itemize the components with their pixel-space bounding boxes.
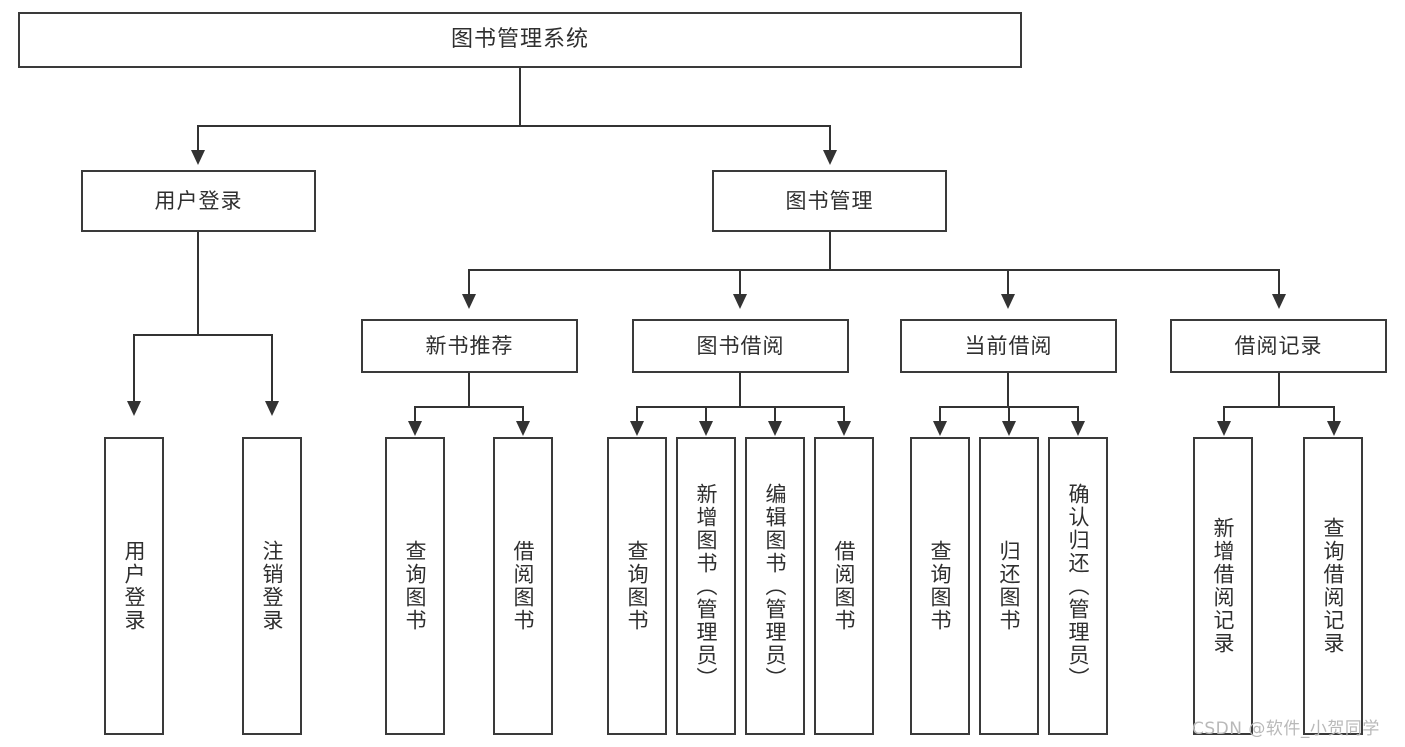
arrow-new-book-leaf-1 xyxy=(408,421,422,436)
connector-level3-bus xyxy=(469,269,1280,271)
connector-book-mgmt-stem xyxy=(829,232,831,270)
connector-current-borrow-stem xyxy=(1007,373,1009,407)
node-book-borrow[interactable]: 图书借阅 xyxy=(632,319,849,373)
connector-borrow-record-bus xyxy=(1224,406,1334,408)
arrow-current-borrow-leaf-1 xyxy=(933,421,947,436)
leaf-book-borrow-edit[interactable]: 编辑图书（管理员） xyxy=(745,437,805,735)
node-label: 借阅图书 xyxy=(511,540,536,632)
leaf-new-book-borrow[interactable]: 借阅图书 xyxy=(493,437,553,735)
leaf-current-borrow-return[interactable]: 归还图书 xyxy=(979,437,1039,735)
node-label: 归还图书 xyxy=(997,540,1022,632)
arrow-root-to-user-login xyxy=(191,150,205,165)
csdn-watermark: CSDN @软件_小贺同学 xyxy=(1192,719,1380,739)
connector-root-to-user-login xyxy=(197,125,199,151)
connector-current-borrow-drop-1 xyxy=(939,406,941,422)
node-label: 查询图书 xyxy=(403,540,428,632)
node-label: 查询图书 xyxy=(625,540,650,632)
node-label: 查询借阅记录 xyxy=(1321,517,1346,655)
connector-level3-drop-1 xyxy=(468,269,470,295)
connector-book-borrow-drop-4 xyxy=(843,406,845,422)
node-label: 确认归还（管理员） xyxy=(1066,482,1091,690)
node-label: 新增图书（管理员） xyxy=(694,482,719,690)
node-label: 用户登录 xyxy=(154,188,243,213)
node-root-system[interactable]: 图书管理系统 xyxy=(18,12,1022,68)
arrow-level3-new-book xyxy=(462,294,476,309)
connector-book-borrow-drop-1 xyxy=(636,406,638,422)
connector-borrow-record-drop-1 xyxy=(1223,406,1225,422)
leaf-current-borrow-query[interactable]: 查询图书 xyxy=(910,437,970,735)
arrow-new-book-leaf-2 xyxy=(516,421,530,436)
connector-book-borrow-stem xyxy=(739,373,741,407)
node-borrow-record[interactable]: 借阅记录 xyxy=(1170,319,1387,373)
connector-book-borrow-drop-2 xyxy=(705,406,707,422)
arrow-root-to-book-mgmt xyxy=(823,150,837,165)
arrow-book-borrow-leaf-4 xyxy=(837,421,851,436)
node-label: 借阅图书 xyxy=(832,540,857,632)
leaf-current-borrow-confirm-return[interactable]: 确认归还（管理员） xyxy=(1048,437,1108,735)
node-label: 注销登录 xyxy=(260,540,285,632)
connector-root-bus xyxy=(198,125,831,127)
arrow-user-login-leaf-2 xyxy=(265,401,279,416)
arrow-user-login-leaf-1 xyxy=(127,401,141,416)
leaf-user-login-login[interactable]: 用户登录 xyxy=(104,437,164,735)
leaf-book-borrow-query[interactable]: 查询图书 xyxy=(607,437,667,735)
connector-book-borrow-drop-3 xyxy=(774,406,776,422)
connector-current-borrow-drop-3 xyxy=(1077,406,1079,422)
connector-current-borrow-drop-2 xyxy=(1008,406,1010,422)
connector-user-login-drop-2 xyxy=(271,334,273,402)
node-label: 新书推荐 xyxy=(425,333,514,358)
node-label: 图书管理系统 xyxy=(450,27,589,53)
leaf-borrow-record-query[interactable]: 查询借阅记录 xyxy=(1303,437,1363,735)
connector-level3-drop-2 xyxy=(739,269,741,295)
arrow-book-borrow-leaf-1 xyxy=(630,421,644,436)
connector-user-login-stem xyxy=(197,232,199,335)
arrow-current-borrow-leaf-2 xyxy=(1002,421,1016,436)
connector-book-borrow-bus xyxy=(637,406,845,408)
connector-user-login-bus xyxy=(134,334,273,336)
arrow-level3-current-borrow xyxy=(1001,294,1015,309)
node-new-book-recommend[interactable]: 新书推荐 xyxy=(361,319,578,373)
node-label: 借阅记录 xyxy=(1234,333,1323,358)
arrow-book-borrow-leaf-3 xyxy=(768,421,782,436)
arrow-level3-book-borrow xyxy=(733,294,747,309)
connector-borrow-record-stem xyxy=(1278,373,1280,407)
leaf-user-login-logout[interactable]: 注销登录 xyxy=(242,437,302,735)
connector-level3-drop-3 xyxy=(1007,269,1009,295)
arrow-level3-borrow-record xyxy=(1272,294,1286,309)
connector-borrow-record-drop-2 xyxy=(1333,406,1335,422)
connector-root-stem xyxy=(519,68,521,126)
leaf-book-borrow-add[interactable]: 新增图书（管理员） xyxy=(676,437,736,735)
connector-level3-drop-4 xyxy=(1278,269,1280,295)
node-current-borrow[interactable]: 当前借阅 xyxy=(900,319,1117,373)
arrow-book-borrow-leaf-2 xyxy=(699,421,713,436)
leaf-book-borrow-borrow[interactable]: 借阅图书 xyxy=(814,437,874,735)
connector-user-login-drop-1 xyxy=(133,334,135,402)
node-label: 当前借阅 xyxy=(964,333,1053,358)
leaf-borrow-record-add[interactable]: 新增借阅记录 xyxy=(1193,437,1253,735)
leaf-new-book-query[interactable]: 查询图书 xyxy=(385,437,445,735)
connector-new-book-bus xyxy=(415,406,523,408)
node-label: 用户登录 xyxy=(122,540,147,632)
connector-new-book-drop-2 xyxy=(522,406,524,422)
arrow-current-borrow-leaf-3 xyxy=(1071,421,1085,436)
node-user-login[interactable]: 用户登录 xyxy=(81,170,316,232)
node-label: 编辑图书（管理员） xyxy=(763,482,788,690)
node-label: 新增借阅记录 xyxy=(1211,517,1236,655)
arrow-borrow-record-leaf-2 xyxy=(1327,421,1341,436)
connector-new-book-stem xyxy=(468,373,470,407)
connector-root-to-book-mgmt xyxy=(829,125,831,151)
node-label: 查询图书 xyxy=(928,540,953,632)
node-book-management[interactable]: 图书管理 xyxy=(712,170,947,232)
connector-new-book-drop-1 xyxy=(414,406,416,422)
arrow-borrow-record-leaf-1 xyxy=(1217,421,1231,436)
node-label: 图书管理 xyxy=(785,188,874,213)
node-label: 图书借阅 xyxy=(696,333,785,358)
